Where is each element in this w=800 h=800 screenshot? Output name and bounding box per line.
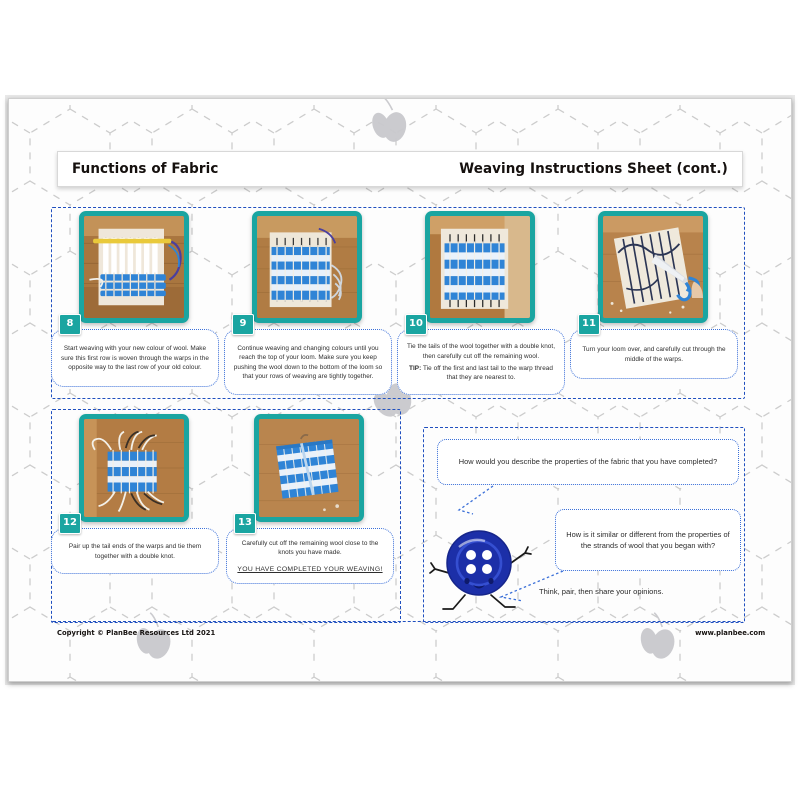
step-textbox-12: Pair up the tail ends of the warps and t… — [51, 528, 219, 574]
step-textbox-10: Tie the tails of the wool together with … — [397, 329, 565, 395]
step-tip-text-10: Tie off the first and last tail to the w… — [421, 365, 554, 382]
step-text-13: Carefully cut off the remaining wool clo… — [241, 539, 379, 557]
step-tip-label-10: TIP: — [408, 365, 422, 372]
step-badge-12: 12 — [59, 513, 81, 534]
step-text-11: Turn your loom over, and carefully cut t… — [582, 346, 726, 363]
discussion-question-2: How is it similar or different from the … — [566, 529, 730, 550]
step-photo-10 — [425, 211, 535, 323]
step-textbox-8: Start weaving with your new colour of wo… — [51, 329, 219, 387]
step-photo-11 — [598, 211, 708, 323]
step-textbox-11: Turn your loom over, and carefully cut t… — [570, 329, 738, 379]
header-bar: Functions of Fabric Weaving Instructions… — [57, 151, 743, 187]
speech-bubble-question-1: How would you describe the properties of… — [437, 439, 739, 485]
section-outline-bottom-left — [51, 409, 401, 623]
discussion-question-1: How would you describe the properties of… — [458, 457, 718, 467]
step-badge-9: 9 — [232, 314, 254, 335]
speech-bubble-1-tail — [439, 484, 499, 532]
worksheet-page: Functions of Fabric Weaving Instructions… — [8, 98, 792, 682]
speech-bubble-2-tail — [487, 569, 567, 613]
step-photo-13 — [254, 414, 364, 522]
section-outline-footer — [51, 621, 743, 636]
step-text-8: Start weaving with your new colour of wo… — [61, 345, 209, 372]
section-outline-discussion — [423, 427, 745, 623]
step-textbox-9: Continue weaving and changing colours un… — [224, 329, 392, 395]
step-badge-13: 13 — [234, 513, 256, 534]
step-badge-11: 11 — [578, 314, 600, 335]
footer: Copyright © PlanBee Resources Ltd 2021 w… — [57, 625, 765, 639]
page-title-left: Functions of Fabric — [72, 161, 219, 177]
step-text-9: Continue weaving and changing colours un… — [233, 344, 383, 380]
step-text-12: Pair up the tail ends of the warps and t… — [68, 543, 202, 560]
step-textbox-13: Carefully cut off the remaining wool clo… — [226, 528, 394, 584]
step-photo-8 — [79, 211, 189, 323]
discussion-prompt: Think, pair, then share your opinions. — [539, 587, 664, 596]
section-outline-top — [51, 207, 745, 399]
step-completed-13: YOU HAVE COMPLETED YOUR WEAVING! — [237, 565, 383, 573]
speech-bubble-question-2: How is it similar or different from the … — [555, 509, 741, 571]
footer-website[interactable]: www.planbee.com — [694, 627, 765, 637]
footer-copyright: Copyright © PlanBee Resources Ltd 2021 — [57, 627, 216, 637]
step-text-10: Tie the tails of the wool together with … — [406, 343, 556, 360]
step-badge-10: 10 — [405, 314, 427, 335]
page-title-right: Weaving Instructions Sheet (cont.) — [459, 161, 728, 177]
step-photo-12 — [79, 414, 189, 522]
step-badge-8: 8 — [59, 314, 81, 335]
step-tip-10: TIP: Tie off the first and last tail to … — [406, 364, 556, 383]
blue-button-character — [429, 507, 533, 613]
step-photo-9 — [252, 211, 362, 323]
